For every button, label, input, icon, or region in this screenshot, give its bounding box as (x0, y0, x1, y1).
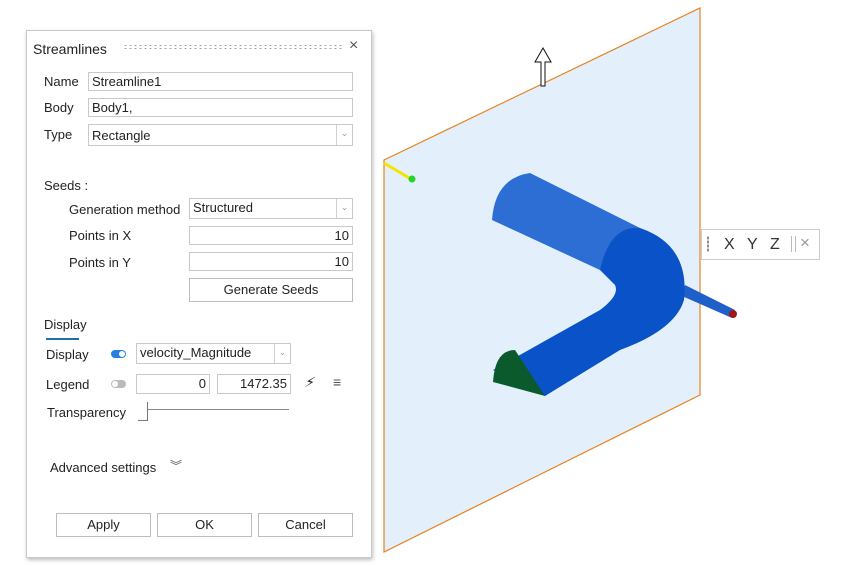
drag-handle[interactable] (123, 44, 343, 50)
seeds-label: Seeds : (44, 178, 89, 193)
lightning-icon[interactable]: ⚡︎ (304, 374, 314, 390)
view-z-button[interactable]: Z (770, 236, 780, 253)
menu-icon[interactable]: ≡ (333, 374, 342, 390)
display-toggle[interactable]: #dlg [data-name=display-toggle]::after{l… (111, 350, 126, 358)
legend-toggle[interactable]: #dlg [data-name=legend-toggle]::after{le… (111, 380, 126, 388)
pipe-body[interactable] (492, 173, 737, 396)
body-label: Body (44, 100, 74, 115)
generation-method-label: Generation method (69, 202, 181, 217)
name-label: Name (44, 74, 79, 89)
chevron-down-icon[interactable]: ⌄ (274, 344, 290, 363)
view-x-button[interactable]: X (724, 236, 735, 253)
plane-normal-arrow-icon[interactable] (534, 46, 552, 87)
legend-max-input[interactable]: 1472.35 (217, 374, 291, 394)
points-x-input[interactable]: 10 (189, 226, 353, 245)
transparency-slider[interactable] (147, 409, 289, 410)
slider-handle[interactable] (138, 402, 148, 421)
double-chevron-down-icon[interactable]: ︾ (170, 459, 183, 473)
points-y-label: Points in Y (69, 255, 131, 270)
advanced-settings-toggle[interactable]: Advanced settings (50, 460, 157, 475)
generate-seeds-button[interactable]: Generate Seeds (189, 278, 353, 302)
type-label: Type (44, 127, 73, 142)
axis-toolbar: X Y Z × (701, 229, 820, 260)
generation-method-select[interactable]: Structured ⌄ (189, 198, 353, 219)
dialog-title: Streamlines (33, 41, 107, 57)
chevron-down-icon[interactable]: ⌄ (336, 199, 352, 218)
display-label: Display (46, 347, 89, 362)
type-value: Rectangle (92, 128, 151, 143)
chevron-down-icon[interactable]: ⌄ (336, 125, 352, 145)
type-select[interactable]: Rectangle ⌄ (88, 124, 353, 146)
close-icon[interactable]: × (349, 37, 359, 54)
legend-label: Legend (46, 377, 90, 392)
points-x-label: Points in X (69, 228, 132, 243)
name-input[interactable]: Streamline1 (88, 72, 353, 91)
plane-handle-line (383, 161, 412, 181)
seed-rectangle-plane[interactable] (383, 7, 701, 553)
streamlines-dialog: Streamlines × Name Streamline1 Body Body… (26, 30, 372, 558)
legend-min-input[interactable]: 0 (136, 374, 210, 394)
separator (791, 236, 796, 252)
tab-underline (46, 338, 79, 340)
body-input[interactable]: Body1, (88, 98, 353, 117)
plane-handle-point[interactable] (408, 175, 416, 183)
tab-display[interactable]: Display (44, 317, 87, 332)
points-y-input[interactable]: 10 (189, 252, 353, 271)
apply-button[interactable]: Apply (56, 513, 151, 537)
cancel-button[interactable]: Cancel (258, 513, 353, 537)
drag-handle[interactable] (707, 236, 709, 252)
ok-button[interactable]: OK (157, 513, 252, 537)
transparency-label: Transparency (47, 405, 126, 420)
view-y-button[interactable]: Y (747, 236, 758, 253)
display-field-value: velocity_Magnitude (140, 345, 252, 360)
generation-method-value: Structured (193, 200, 253, 215)
close-icon[interactable]: × (800, 233, 810, 252)
display-field-select[interactable]: velocity_Magnitude ⌄ (136, 343, 291, 364)
